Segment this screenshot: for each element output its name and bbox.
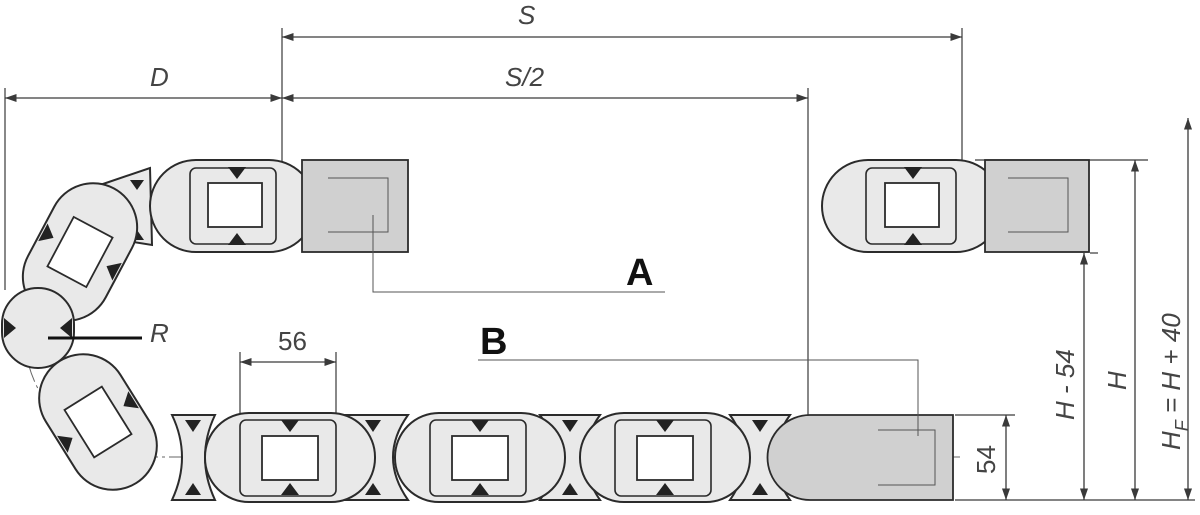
upper-left-bracket xyxy=(301,159,409,253)
upper-right-chain xyxy=(821,159,1003,253)
hf-label: HF = H + 40 xyxy=(1156,313,1192,450)
point-b-label: B xyxy=(480,321,507,363)
hf-base: H xyxy=(1156,431,1186,450)
hf-rest: = H + 40 xyxy=(1156,313,1186,420)
h-minus-label: H - 54 xyxy=(1050,349,1080,420)
point-a-label: A xyxy=(626,252,653,294)
radius-indicator: R xyxy=(48,318,169,348)
bend-arc-links xyxy=(1,182,158,491)
lower-chain-links xyxy=(170,412,792,503)
distance-label: D xyxy=(150,62,169,92)
hf-sub: F xyxy=(1172,419,1192,431)
distance-dimension xyxy=(4,88,282,290)
travel-label: S xyxy=(518,0,536,30)
leader-a xyxy=(372,215,665,293)
leader-b xyxy=(478,359,919,436)
radius-label: R xyxy=(150,318,169,348)
pitch-label: 56 xyxy=(278,326,307,356)
link-height-label: 54 xyxy=(971,445,1001,474)
h-label: H xyxy=(1102,371,1132,390)
half-travel-label: S/2 xyxy=(505,62,545,92)
upper-right-bracket xyxy=(984,159,1090,253)
lower-right-bracket xyxy=(766,414,954,501)
